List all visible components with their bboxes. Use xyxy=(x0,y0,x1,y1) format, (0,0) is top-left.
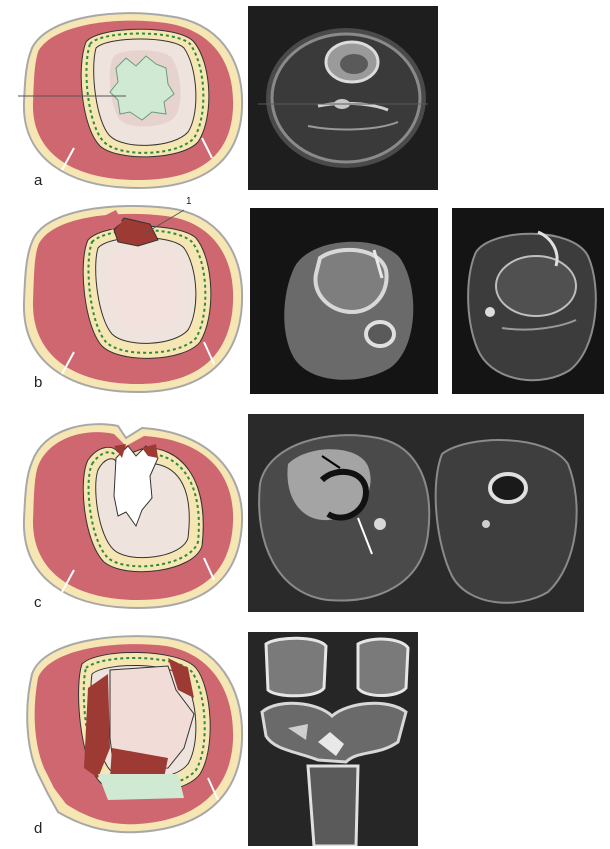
mri-image-a xyxy=(248,6,438,190)
mri-image-c xyxy=(248,414,584,612)
diagram-a xyxy=(18,8,246,190)
diagram-d xyxy=(18,628,246,840)
panel-label-a: a xyxy=(34,172,42,189)
panel-label-d: d xyxy=(34,820,42,837)
panel-label-b: b xyxy=(34,374,42,391)
diagram-c xyxy=(18,416,246,612)
ct-image-d xyxy=(248,632,418,846)
mri-image-b xyxy=(452,208,604,394)
ct-image-b xyxy=(250,208,438,394)
panel-label-c: c xyxy=(34,594,42,611)
callout-1: 1 xyxy=(186,196,192,207)
diagram-b xyxy=(18,196,246,396)
